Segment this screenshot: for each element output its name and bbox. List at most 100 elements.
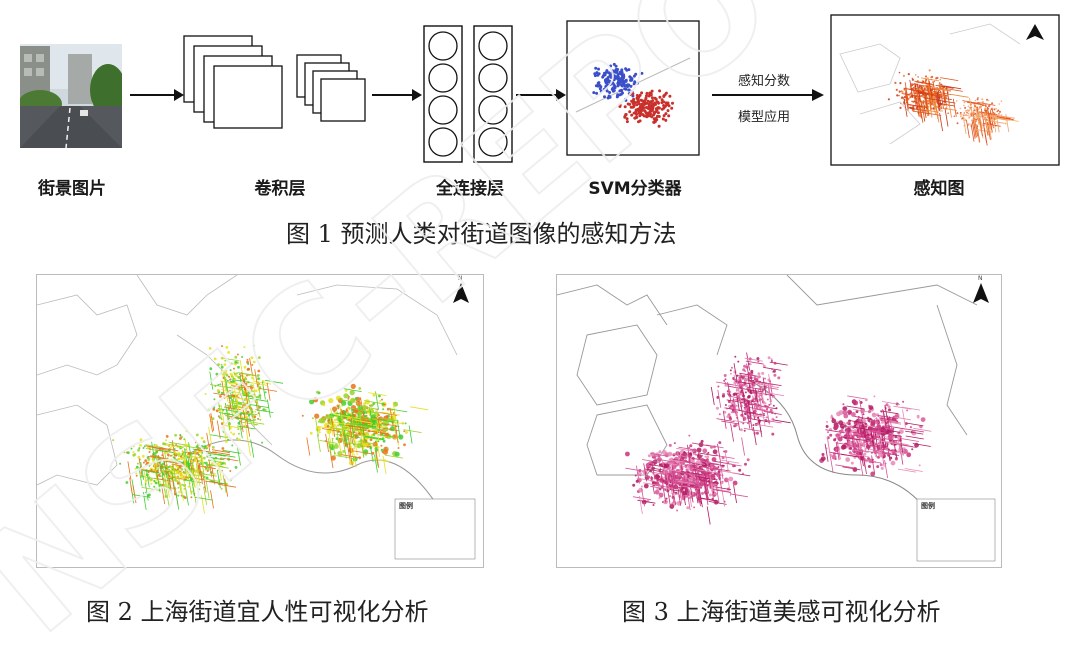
map-point: [720, 481, 724, 485]
map-road: [205, 480, 210, 499]
map-point: [993, 108, 996, 111]
map-road: [211, 466, 216, 485]
map-point: [355, 400, 361, 407]
map-point: [238, 389, 241, 392]
map-road: [360, 409, 379, 414]
map-point: [826, 420, 828, 423]
svm-point-blue: [608, 95, 612, 99]
map-road: [363, 436, 382, 441]
map-point: [968, 109, 971, 112]
map-point: [347, 394, 350, 397]
map-point: [967, 112, 970, 115]
map-point: [972, 110, 975, 113]
map-point: [403, 443, 406, 447]
map-point: [178, 465, 182, 469]
map-point: [890, 460, 896, 466]
map-road: [244, 422, 249, 441]
map-road: [826, 436, 831, 455]
map-point: [254, 410, 257, 413]
map-road: [184, 456, 188, 475]
map-point: [899, 429, 904, 434]
map-road: [763, 367, 782, 371]
map-road: [925, 97, 930, 116]
conv-layers-label: 卷积层: [254, 179, 306, 199]
map-road: [753, 405, 772, 409]
map-road: [127, 461, 132, 480]
map-road: [752, 427, 757, 446]
map-road: [677, 450, 681, 470]
map-road: [897, 436, 901, 455]
map-point: [963, 101, 966, 104]
map-road: [317, 433, 321, 452]
map-road: [250, 404, 269, 408]
map-road: [154, 461, 158, 480]
map-point: [322, 403, 326, 407]
map-road: [987, 121, 991, 141]
map-point: [902, 400, 905, 403]
map-point: [241, 356, 244, 358]
map-point: [972, 114, 975, 116]
map-point: [842, 403, 845, 406]
map-point: [237, 428, 240, 431]
map-point: [181, 483, 184, 486]
map-road: [203, 486, 207, 505]
map-point: [349, 390, 355, 396]
map-point: [862, 413, 865, 416]
map-point: [889, 435, 894, 440]
map-point: [848, 451, 852, 455]
svm-point-blue: [614, 76, 618, 80]
map-point: [209, 367, 213, 371]
map-point: [647, 475, 651, 479]
map-point: [772, 404, 775, 407]
map-point: [341, 400, 347, 406]
map-point: [669, 495, 671, 498]
map-point: [867, 465, 871, 468]
map-point: [250, 386, 253, 390]
svm-point-red: [633, 101, 637, 105]
map-point: [398, 434, 404, 440]
map-point: [150, 468, 153, 471]
map-point: [156, 450, 159, 453]
map-point: [724, 404, 727, 406]
map-road: [879, 435, 883, 454]
map-road: [343, 429, 348, 448]
map-point: [237, 365, 240, 369]
map-point: [885, 403, 889, 407]
map-road: [847, 395, 866, 400]
map-point: [898, 71, 901, 74]
map-point: [229, 378, 232, 381]
map-road: [165, 489, 170, 508]
map-point: [147, 458, 151, 461]
map-point: [879, 463, 883, 467]
svm-point-red: [640, 102, 644, 106]
map-point: [756, 375, 760, 379]
map-road: [316, 425, 335, 430]
map-road: [677, 480, 696, 485]
map-road: [171, 477, 176, 496]
map-road: [156, 472, 161, 492]
map-road: [340, 415, 344, 434]
map-road: [376, 438, 380, 457]
map-point: [138, 447, 141, 450]
map-point: [914, 74, 917, 76]
map-point: [311, 417, 314, 420]
svm-point-blue: [599, 89, 603, 93]
map-point: [967, 105, 970, 108]
map-road: [331, 421, 350, 426]
map-road: [155, 452, 159, 471]
map-road: [394, 425, 399, 444]
map-road: [745, 360, 764, 365]
map-point: [659, 463, 662, 467]
svm-point-red: [634, 110, 638, 114]
map-road: [899, 442, 903, 462]
svm-point-red: [631, 92, 635, 96]
map-road: [763, 419, 782, 424]
map-road: [239, 414, 244, 433]
map-point: [731, 411, 734, 414]
map-road: [389, 408, 408, 413]
map-road: [209, 414, 213, 433]
map-point: [137, 448, 140, 452]
svm-point-red: [640, 91, 644, 95]
map-point: [229, 362, 233, 366]
map-point: [211, 446, 215, 449]
